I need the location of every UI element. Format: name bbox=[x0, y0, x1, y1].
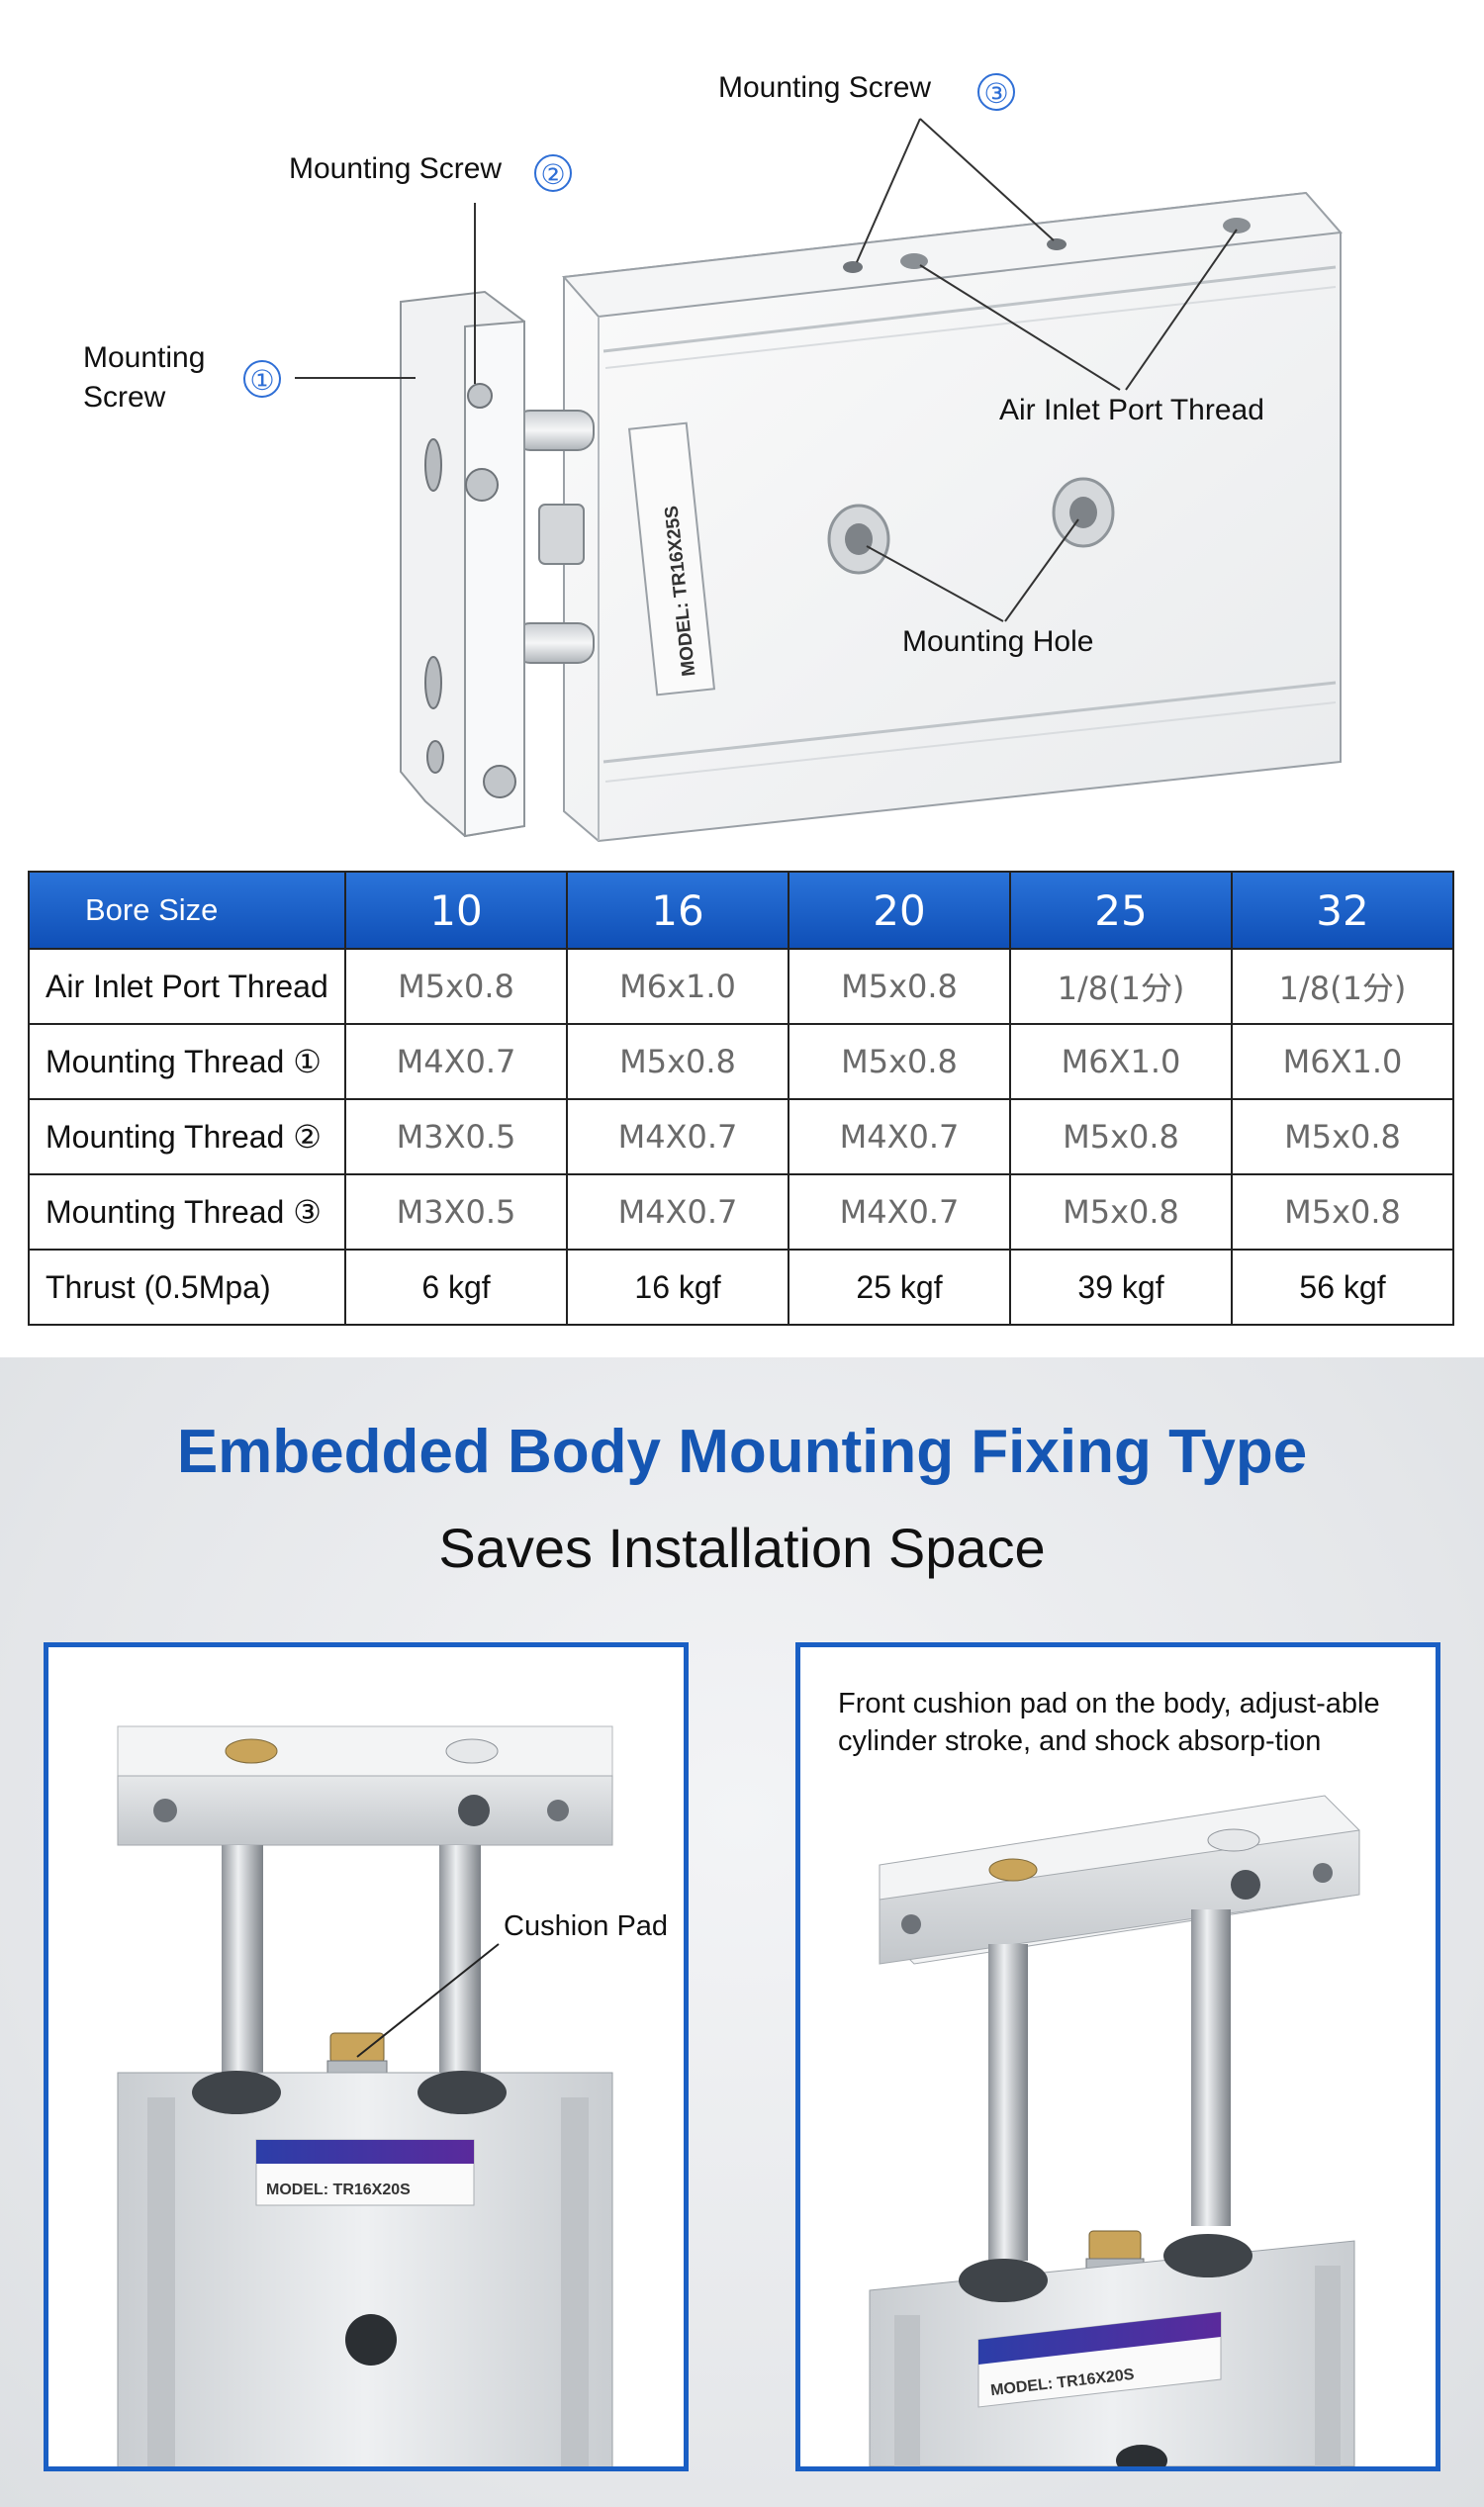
row-label-mounting-thread-1: Mounting Thread ① bbox=[28, 1023, 346, 1100]
row-label-mounting-thread-2: Mounting Thread ② bbox=[28, 1098, 346, 1175]
callout-mounting-screw-1: Mounting Screw bbox=[83, 341, 206, 414]
top-air-port bbox=[1223, 218, 1251, 233]
table-row: Thrust (0.5Mpa) 6 kgf 16 kgf 25 kgf 39 k… bbox=[28, 1249, 1454, 1326]
header-bore-25: 25 bbox=[1009, 871, 1233, 950]
table-row: Mounting Thread ③ M3X0.5 M4X0.7 M4X0.7 M… bbox=[28, 1173, 1454, 1251]
table-cell: M4X0.7 bbox=[566, 1173, 789, 1251]
model-badge-label: MODEL: TR16X20S bbox=[266, 2182, 411, 2198]
model-plate bbox=[627, 421, 716, 696]
header-bore-32: 32 bbox=[1231, 871, 1454, 950]
end-plate bbox=[400, 290, 525, 838]
row-label-mounting-thread-3: Mounting Thread ③ bbox=[28, 1173, 346, 1251]
table-cell: 16 kgf bbox=[566, 1249, 789, 1326]
end-plate-screw bbox=[465, 468, 499, 502]
callout-mounting-screw-3: Mounting Screw bbox=[718, 71, 932, 104]
table-cell: M5x0.8 bbox=[1231, 1173, 1454, 1251]
table-cell: M6X1.0 bbox=[1231, 1023, 1454, 1100]
feature-section: Embedded Body Mounting Fixing Type Saves… bbox=[0, 1357, 1484, 2507]
callout-mounting-hole: Mounting Hole bbox=[902, 625, 1094, 658]
table-cell: M5x0.8 bbox=[1009, 1173, 1233, 1251]
header-bore-10: 10 bbox=[344, 871, 568, 950]
end-plate-screw bbox=[467, 383, 493, 409]
table-cell: M4X0.7 bbox=[566, 1098, 789, 1175]
top-screw-hole bbox=[1047, 238, 1067, 250]
table-cell: M5x0.8 bbox=[344, 948, 568, 1025]
table-cell: 25 kgf bbox=[788, 1249, 1011, 1326]
cylinder-diagram: Mounting Screw ① Mounting Screw ② Mounti… bbox=[0, 0, 1484, 861]
cylinder-body bbox=[561, 191, 1344, 843]
stroke-adjust-photo bbox=[869, 1795, 1360, 2466]
leader-lines bbox=[295, 118, 1238, 622]
header-bore-16: 16 bbox=[566, 871, 789, 950]
table-cell: M5x0.8 bbox=[1009, 1098, 1233, 1175]
cylinder-illustration bbox=[295, 118, 1344, 843]
cushion-pad-photo bbox=[117, 1725, 613, 2466]
table-cell: M5x0.8 bbox=[1231, 1098, 1454, 1175]
cushion-pad-label: Cushion Pad bbox=[504, 1910, 669, 1942]
feature-title: Embedded Body Mounting Fixing Type bbox=[176, 1418, 1308, 1486]
callout-number-3: ③ bbox=[977, 73, 1015, 111]
table-row: Air Inlet Port Thread M5x0.8 M6x1.0 M5x0… bbox=[28, 948, 1454, 1025]
callout-mounting-screw-2: Mounting Screw bbox=[289, 152, 503, 185]
cushion-pad-photo-card: MODEL: TR16X20S Cushion Pad bbox=[44, 1642, 689, 2471]
table-cell: M6x1.0 bbox=[566, 948, 789, 1025]
callout-number-1: ① bbox=[243, 360, 281, 398]
table-cell: M6X1.0 bbox=[1009, 1023, 1233, 1100]
header-bore-20: 20 bbox=[788, 871, 1011, 950]
table-header-row: Bore Size 10 16 20 25 32 bbox=[28, 871, 1454, 950]
table-row: Mounting Thread ① M4X0.7 M5x0.8 M5x0.8 M… bbox=[28, 1023, 1454, 1100]
table-cell: M5x0.8 bbox=[788, 948, 1011, 1025]
callout-air-inlet-port-thread: Air Inlet Port Thread bbox=[999, 394, 1264, 426]
table-cell: 39 kgf bbox=[1009, 1249, 1233, 1326]
table-cell: M4X0.7 bbox=[344, 1023, 568, 1100]
table-cell: M5x0.8 bbox=[566, 1023, 789, 1100]
table-cell: M3X0.5 bbox=[344, 1173, 568, 1251]
specification-table: Bore Size 10 16 20 25 32 Air Inlet Port … bbox=[28, 871, 1454, 1326]
table-cell: 1/8(1分) bbox=[1231, 948, 1454, 1025]
table-row: Mounting Thread ② M3X0.5 M4X0.7 M4X0.7 M… bbox=[28, 1098, 1454, 1175]
header-bore-size: Bore Size bbox=[28, 871, 346, 950]
row-label-air-inlet: Air Inlet Port Thread bbox=[28, 948, 346, 1025]
table-cell: 56 kgf bbox=[1231, 1249, 1454, 1326]
cushion-description: Front cushion pad on the body, adjust-ab… bbox=[838, 1688, 1380, 1757]
callout-number-2: ② bbox=[534, 154, 572, 192]
table-cell: M4X0.7 bbox=[788, 1098, 1011, 1175]
table-cell: M4X0.7 bbox=[788, 1173, 1011, 1251]
piston-rods bbox=[513, 410, 595, 664]
top-screw-hole bbox=[843, 261, 863, 273]
table-cell: M3X0.5 bbox=[344, 1098, 568, 1175]
table-cell: M5x0.8 bbox=[788, 1023, 1011, 1100]
table-cell: 1/8(1分) bbox=[1009, 948, 1233, 1025]
cushion-nut bbox=[538, 504, 585, 565]
stroke-adjust-photo-card: Front cushion pad on the body, adjust-ab… bbox=[795, 1642, 1440, 2471]
table-cell: 6 kgf bbox=[344, 1249, 568, 1326]
feature-subtitle: Saves Installation Space bbox=[438, 1517, 1046, 1579]
end-plate-screw bbox=[483, 765, 516, 798]
row-label-thrust: Thrust (0.5Mpa) bbox=[28, 1249, 346, 1326]
